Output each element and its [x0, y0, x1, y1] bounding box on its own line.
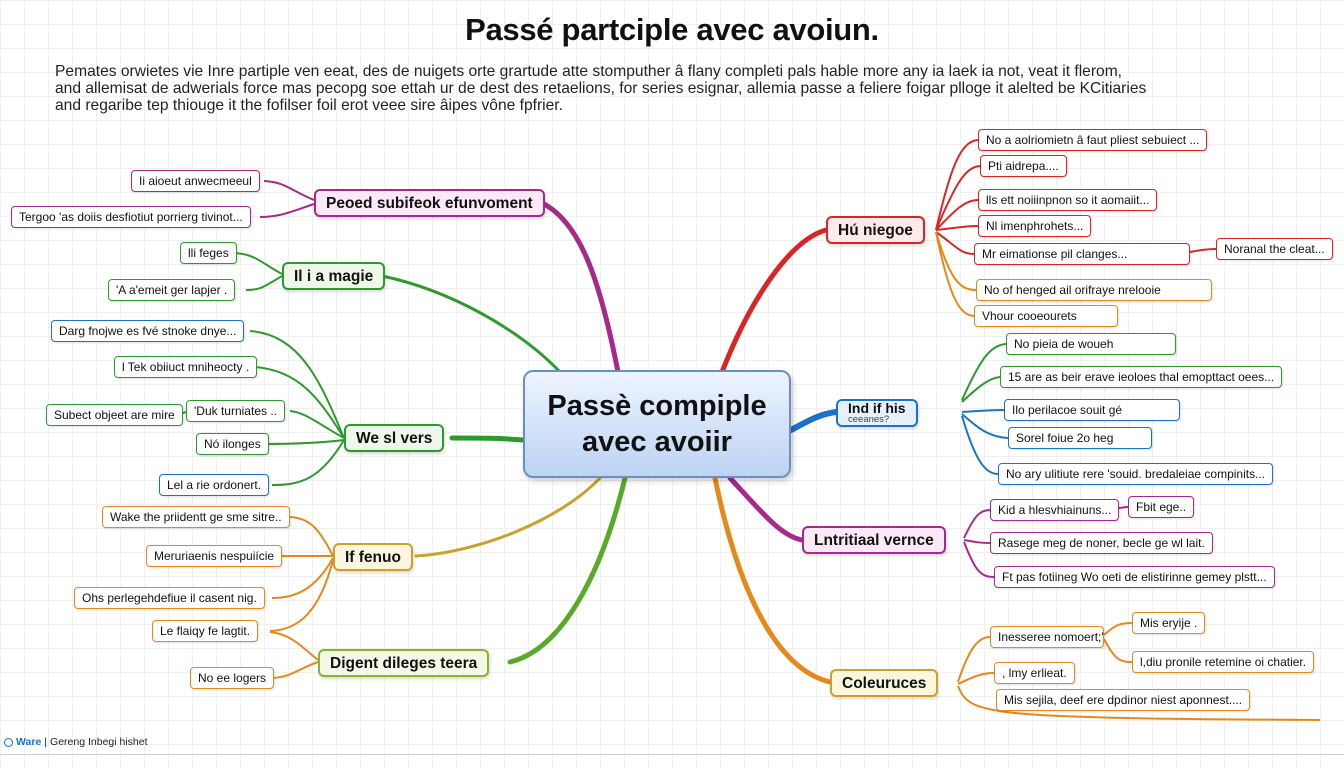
leaf-g8[interactable]: Lel a rie ordonert.: [159, 474, 270, 496]
central-topic-line-2: avec avoiir: [582, 426, 732, 458]
description: Pemates orwietes vie Inre partiple ven e…: [55, 63, 1295, 114]
leaf-c4[interactable]: , lmy erlieat.: [994, 662, 1075, 684]
link-center-purple2: [727, 475, 805, 543]
leaf-c3[interactable]: l,diu pronile retemine oi chatier.: [1132, 651, 1315, 673]
footer-text: Gereng Inbegi hishet: [50, 736, 148, 748]
leaf-r6[interactable]: Noranal the cleat...: [1216, 238, 1333, 260]
leaf-r1[interactable]: No a aolriomietn â faut pliest sebuiect …: [978, 129, 1208, 151]
branch-purple[interactable]: Peoed subifeok efunvoment: [314, 189, 545, 217]
branch-green-2[interactable]: We sl vers: [344, 424, 445, 452]
leaf-r2[interactable]: Pti aidrepa....: [980, 155, 1067, 177]
leaf-r3[interactable]: lls ett noiiinpnon so it aomaiit...: [978, 189, 1158, 211]
leaf-c5[interactable]: Mis sejila, deef ere dpdinor niest aponn…: [996, 689, 1251, 711]
leaf-g1[interactable]: lli feges: [180, 242, 237, 264]
leaf-p1[interactable]: Ii aioeut anwecmeeul: [131, 170, 260, 192]
leaf-r5[interactable]: Mr eimationse pil clanges...: [974, 243, 1190, 265]
description-line-1: Pemates orwietes vie Inre partiple ven e…: [55, 63, 1123, 80]
leaf-b2[interactable]: 15 are as beir erave ieoloes thal emoptt…: [1000, 366, 1283, 388]
central-topic[interactable]: Passè compiple avec avoiir: [523, 370, 791, 478]
leaf-c2[interactable]: Mis eryije .: [1132, 612, 1206, 634]
footer-divider: [0, 754, 1344, 755]
leaf-g6[interactable]: 'Duk turniates ..: [186, 400, 285, 422]
branch-blue[interactable]: Ind if his ceeanes?: [836, 399, 918, 427]
leaf-b5[interactable]: No ary ulitiute rere 'souid. bredaleiae …: [998, 463, 1274, 485]
link-center-orange2: [712, 475, 833, 685]
link-center-orange: [507, 475, 628, 665]
branch-blue-line-1: Ind if his: [848, 400, 906, 416]
branch-red[interactable]: Hú niegoe: [826, 216, 925, 244]
link-center-blue: [788, 409, 839, 433]
leaf-r7[interactable]: No of henged ail orifraye nrelooie: [976, 279, 1212, 301]
leaf-o4[interactable]: Le flaiqy fe lagtit.: [152, 620, 259, 642]
leaf-b1[interactable]: No pieia de woueh: [1006, 333, 1176, 355]
link-center-red: [719, 227, 829, 375]
link-center-green: [449, 435, 526, 443]
branch-yellow[interactable]: If fenuo: [333, 543, 413, 571]
leaf-r8[interactable]: Vhour cooeourets: [974, 305, 1118, 327]
branch-purple-2[interactable]: Lntritiaal vernce: [802, 526, 946, 554]
leaf-g4[interactable]: l Tek obiiuct mniheocty .: [114, 356, 258, 378]
branch-orange[interactable]: Digent dileges teera: [318, 649, 490, 677]
leaf-c1[interactable]: Inesseree nomoert;': [990, 626, 1104, 648]
leaf-g3[interactable]: Darg fnojwe es fvé stnoke dnye...: [51, 320, 245, 342]
leaf-b4[interactable]: Sorel foiue 2o heg: [1008, 427, 1152, 449]
leaf-g7[interactable]: Nó ilonges: [196, 433, 269, 455]
leaf-p2[interactable]: Tergoo 'as doiis desfiotiut porrierg tiv…: [11, 206, 251, 228]
branch-green-1[interactable]: Il i a magie: [282, 262, 386, 290]
leaf-v4[interactable]: Ft pas fotiineg Wo oeti de elistirinne g…: [994, 566, 1275, 588]
link-center-green2: [380, 274, 562, 374]
leaf-v1[interactable]: Kid a hlesvhiainuns...: [990, 499, 1120, 521]
footer-separator: |: [44, 736, 48, 748]
link-center-yellow: [414, 476, 602, 558]
leaf-o1[interactable]: Wake the priidentt ge sme sitre..: [102, 506, 290, 528]
leaf-g2[interactable]: 'A a'emeit ger lapjer .: [108, 279, 236, 301]
description-line-2: and allemisat de adwerials force mas pec…: [55, 80, 1147, 97]
leaf-b3[interactable]: Ilo perilacoe souit gé: [1004, 399, 1180, 421]
link-center-purple: [537, 199, 621, 375]
description-line-3: and regaribe tep thiouge it the fofilser…: [55, 97, 563, 114]
page-title: Passé partciple avec avoiun.: [465, 12, 879, 47]
leaf-o3[interactable]: Ohs perlegehdefiue il casent nig.: [74, 587, 265, 609]
leaf-g5[interactable]: Subect objeet are mire: [46, 404, 183, 426]
footer-brand: Ware: [16, 736, 42, 748]
branch-blue-line-2: ceeanes?: [848, 414, 890, 425]
branch-orange-2[interactable]: Coleuruces: [830, 669, 939, 697]
leaf-o5[interactable]: No ee logers: [190, 667, 275, 689]
footer: Ware | Gereng Inbegi hishet: [4, 736, 148, 748]
leaf-r4[interactable]: Nl imenphrohets...: [978, 215, 1092, 237]
leaf-v3[interactable]: Rasege meg de noner, becle ge wl lait.: [990, 532, 1213, 554]
leaf-v2[interactable]: Fbit ege..: [1128, 496, 1195, 518]
leaf-o2[interactable]: Meruriaenis nespuiície: [146, 545, 283, 567]
logo-icon: [4, 737, 13, 747]
central-topic-line-1: Passè compiple: [547, 390, 767, 422]
